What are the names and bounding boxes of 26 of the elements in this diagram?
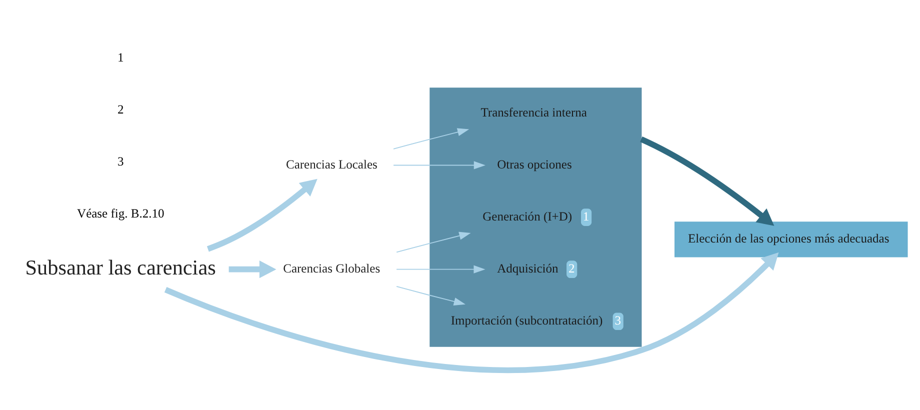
node-box: 2	[566, 260, 578, 278]
arrow	[164, 252, 779, 372]
label: Véase fig. B.2.10	[77, 206, 164, 220]
node-box: 1	[580, 208, 592, 226]
node-text: Carencias Globales	[283, 261, 380, 276]
node-label: Generación (I+D)	[482, 209, 572, 224]
node-text: Otras opciones	[497, 156, 572, 171]
node-label: Importación (subcontratación)	[450, 313, 603, 328]
arrow	[393, 128, 470, 149]
label: 2	[118, 102, 124, 116]
node-text: Subsanar las carencias	[25, 255, 216, 280]
arrow	[396, 264, 486, 273]
node-box: Elección de las opciones más adecuadas	[674, 221, 908, 257]
node-box: 3	[612, 312, 624, 330]
node-text: Carencias Locales	[286, 156, 378, 171]
arrow	[396, 231, 471, 252]
arrow	[206, 178, 318, 252]
arrow	[640, 136, 774, 226]
node-text: Transferencia interna	[480, 104, 587, 119]
arrow	[396, 285, 466, 305]
arrow	[393, 160, 486, 169]
node-label: Adquisición	[497, 261, 558, 276]
arrow	[228, 260, 276, 278]
cluster	[430, 87, 642, 346]
label: 3	[118, 154, 124, 168]
label: 1	[118, 50, 124, 64]
